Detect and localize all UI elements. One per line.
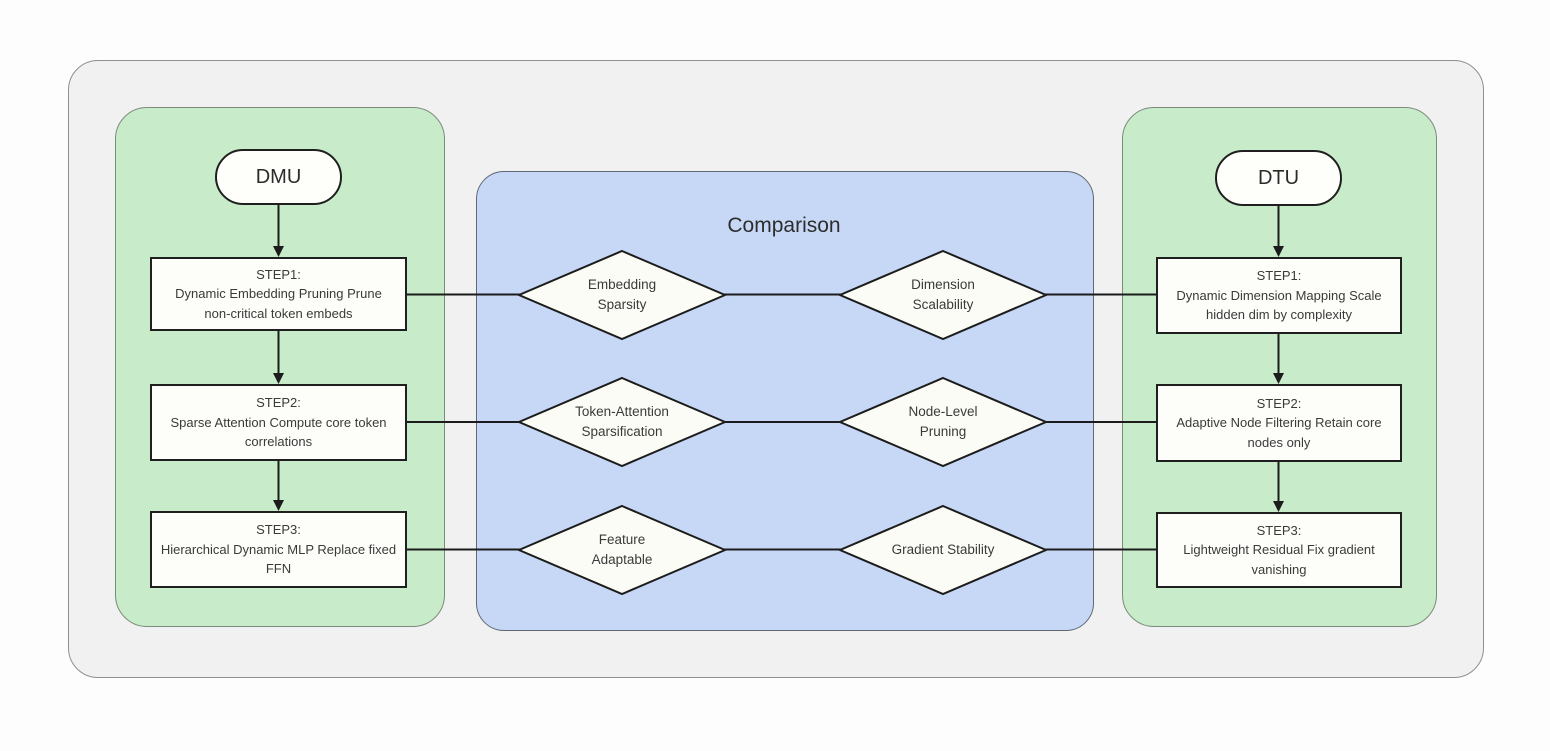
dmu-start-label: DMU [255,165,302,188]
diamond-feature-adaptable: Feature Adaptable [516,504,728,596]
dmu-step3-box: STEP3: Hierarchical Dynamic MLP Replace … [150,511,407,588]
dtu-step3-desc: Lightweight Residual Fix gradient vanish… [1183,542,1375,577]
dtu-start-label: DTU [1257,166,1300,189]
dtu-step2-box: STEP2: Adaptive Node Filtering Retain co… [1156,384,1402,462]
dtu-step3-box: STEP3: Lightweight Residual Fix gradient… [1156,512,1402,588]
dmu-step2-title: STEP2: [256,395,301,411]
dmu-step1-desc: Dynamic Embedding Pruning Prune non-crit… [175,286,382,321]
dtu-step1-title: STEP1: [1256,268,1302,284]
arrowhead [1273,501,1284,512]
arrowhead [1273,373,1284,384]
dtu-start-node: DTU [1215,150,1342,206]
diamond-token-attention-sparsification: Token-Attention Sparsification [516,376,728,468]
diamond-embedding-sparsity: Embedding Sparsity [516,249,728,341]
diamond-dimension-scalability: Dimension Scalability [837,249,1049,341]
dtu-step2-desc: Adaptive Node Filtering Retain core node… [1176,415,1382,450]
arrowhead [1273,246,1284,257]
arrowhead [273,246,284,257]
diamond-label: Token-Attention Sparsification [575,403,669,439]
diamond-gradient-stability: Gradient Stability [837,504,1049,596]
dtu-step1-desc: Dynamic Dimension Mapping Scale hidden d… [1176,287,1382,323]
arrowhead [273,500,284,511]
diamond-shape [837,376,1049,468]
comparison-title: Comparison [727,214,841,237]
dmu-step3-desc: Hierarchical Dynamic MLP Replace fixed F… [160,541,397,577]
diamond-label: Dimension Scalability [911,276,975,312]
dmu-step2-box: STEP2: Sparse Attention Compute core tok… [150,384,407,461]
arrowhead [273,373,284,384]
diamond-label: Gradient Stability [891,541,995,557]
diamond-shape [837,249,1049,341]
dtu-step1-box: STEP1: Dynamic Dimension Mapping Scale h… [1156,257,1402,334]
diamond-shape [516,376,728,468]
dtu-step2-title: STEP2: [1256,395,1302,411]
dmu-step1-box: STEP1: Dynamic Embedding Pruning Prune n… [150,257,407,331]
diamond-shape [837,504,1049,596]
diamond-node-level-pruning: Node-Level Pruning [837,376,1049,468]
dmu-start-node: DMU [215,149,342,205]
diamond-label: Embedding Sparsity [587,276,657,312]
dmu-step1-title: STEP1: [256,266,301,282]
dmu-step3-title: STEP3: [256,522,301,538]
diamond-shape [516,504,728,596]
dmu-step2-desc: Sparse Attention Compute core token corr… [170,414,387,450]
diamond-label: Feature Adaptable [591,531,653,567]
diamond-shape [516,249,728,341]
diamond-label: Node-Level Pruning [908,403,978,439]
dtu-step3-title: STEP3: [1256,522,1302,538]
